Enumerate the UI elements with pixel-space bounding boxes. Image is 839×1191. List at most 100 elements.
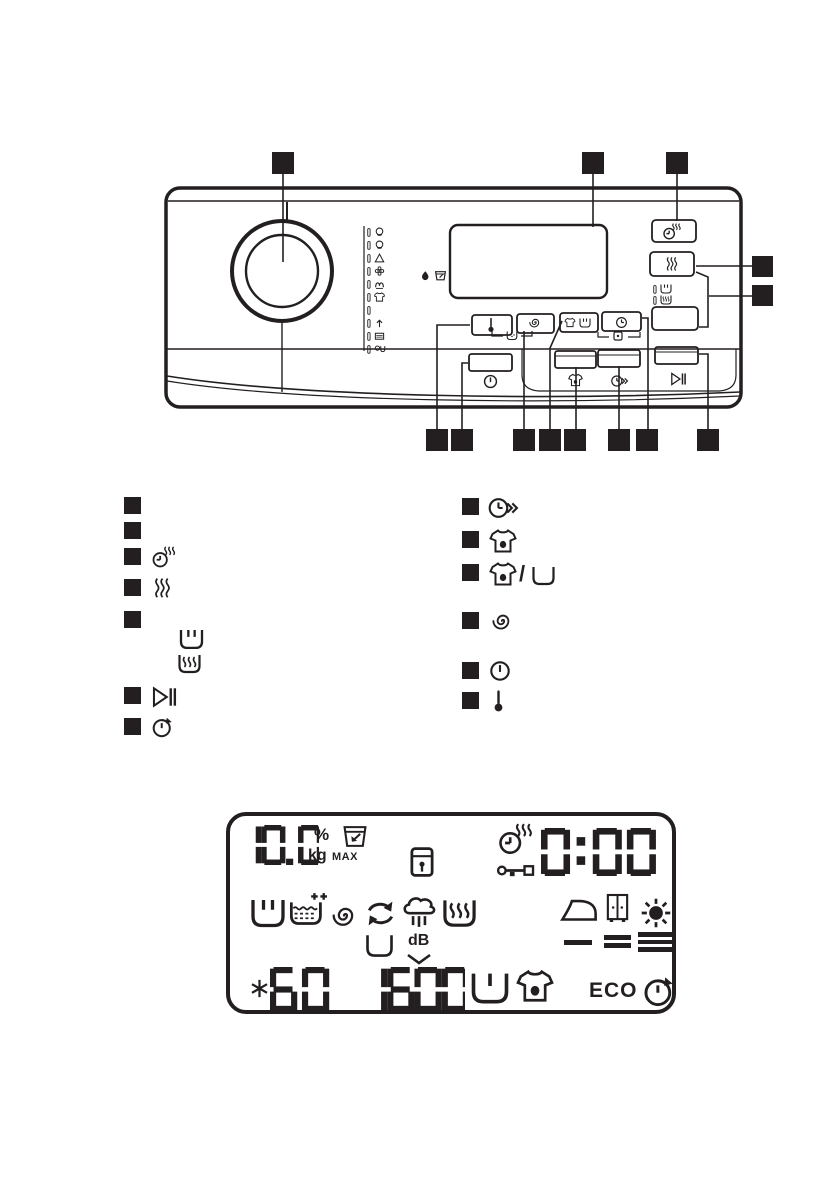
power-on-off-icon	[483, 374, 498, 389]
programme-icon-column	[363, 226, 386, 354]
callout-marker	[582, 152, 604, 174]
spin-spiral-icon	[529, 318, 540, 328]
callout-marker	[513, 429, 535, 451]
thermometer-icon	[488, 317, 494, 332]
tub-steam-icon	[660, 295, 672, 305]
clock-icon	[616, 317, 627, 328]
eco-label: ECO	[589, 979, 638, 1002]
shirt-icon	[374, 292, 385, 302]
child-lock-icon	[613, 331, 623, 341]
delay-start-clock-icon	[151, 716, 174, 738]
key-door-lock-icon	[496, 862, 537, 879]
callout-lines	[282, 174, 752, 429]
callout-marker	[462, 692, 479, 709]
callout-marker	[564, 429, 586, 451]
callout-marker	[451, 429, 473, 451]
stain-prewash-button	[559, 312, 599, 333]
outdoor-arrow-icon	[376, 319, 383, 328]
control-panel-illustration	[164, 152, 773, 451]
callout-marker	[462, 498, 479, 515]
rinse-hold-tub-icon	[469, 972, 511, 1005]
blank-button	[651, 306, 699, 331]
synthetics-triangle-icon	[374, 253, 385, 263]
callout-marker	[426, 429, 448, 451]
temperature-value	[270, 967, 330, 1012]
clock-time-save-icon	[488, 496, 520, 520]
chevron-down-icon	[406, 953, 432, 965]
panel-body	[164, 186, 743, 409]
basket-icon	[435, 271, 446, 281]
percent-label: %	[314, 825, 330, 844]
shirt-stain-icon	[516, 966, 554, 1006]
dry-level-bar	[638, 932, 672, 937]
lcd-display-detail: % kg MAX dB ECO	[226, 812, 676, 1014]
wool-icon	[375, 282, 384, 289]
spin-value	[360, 967, 466, 1012]
tub-extra-rinse-icon	[290, 890, 327, 928]
programme-dial	[230, 202, 334, 392]
indicator-tick	[653, 296, 657, 305]
refresh-arrows-icon	[363, 897, 398, 930]
thermometer-icon	[492, 689, 505, 713]
on-off-button	[468, 353, 513, 372]
max-label: MAX	[332, 851, 358, 863]
load-value	[237, 825, 320, 865]
snowflake-star-icon	[250, 979, 269, 998]
iron-dry-icon	[560, 894, 598, 926]
callout-marker	[124, 497, 141, 514]
dry-level-bar	[638, 947, 672, 952]
steam-clock-button	[651, 219, 697, 243]
dry-level-bar	[604, 935, 631, 940]
shirt-stain-icon	[564, 317, 576, 328]
clock-steam-icon	[151, 546, 178, 568]
tub-steam-icon	[177, 654, 202, 674]
dry-level-bar	[638, 939, 672, 944]
cotton-icon	[375, 227, 384, 236]
eco-delay-clock-icon	[642, 975, 676, 1007]
clock-steam-icon	[663, 223, 681, 240]
clock-steam-icon	[498, 823, 535, 855]
spin-button	[516, 313, 555, 334]
steam-icon	[154, 577, 171, 599]
program-tick	[367, 228, 371, 237]
callout-marker	[124, 718, 141, 735]
callout-marker	[666, 152, 688, 174]
display-window	[448, 223, 609, 300]
time-save-button	[597, 349, 641, 368]
dry-level-bar	[604, 943, 631, 948]
detergent-drop-icon	[422, 271, 429, 281]
callout-marker	[124, 579, 141, 596]
tub-icon	[579, 318, 591, 328]
callout-marker	[539, 429, 561, 451]
delay-start-button	[601, 311, 642, 332]
cotton-eco-icon	[375, 240, 384, 249]
time-value	[541, 828, 657, 876]
callout-marker	[608, 429, 630, 451]
steam-button	[649, 251, 695, 277]
dry-level-bar	[564, 940, 592, 945]
tub-rinse-icon	[250, 898, 286, 929]
child-lock-icon	[409, 846, 435, 878]
spin-spiral-icon	[332, 902, 359, 929]
tub-rinse-icon	[178, 629, 205, 650]
callout-marker	[462, 531, 479, 548]
spin-spiral-icon	[492, 610, 514, 632]
empty-tub-icon	[365, 934, 394, 958]
play-pause-icon	[671, 372, 687, 386]
callout-marker	[752, 285, 773, 306]
callout-markers	[272, 152, 773, 451]
db-label: dB	[408, 932, 430, 949]
start-pause-button	[654, 346, 699, 365]
callout-marker	[462, 612, 479, 629]
shirt-refresh-button	[554, 350, 597, 369]
callout-marker	[272, 152, 294, 174]
steam-cloud-icon	[400, 892, 438, 932]
button-brackets	[491, 331, 641, 338]
callout-marker	[462, 564, 479, 581]
bedding-box-icon	[374, 332, 385, 340]
callout-marker	[124, 522, 141, 539]
callout-marker	[124, 548, 141, 565]
power-on-off-icon	[489, 660, 511, 682]
delicates-flower-icon	[374, 266, 385, 276]
